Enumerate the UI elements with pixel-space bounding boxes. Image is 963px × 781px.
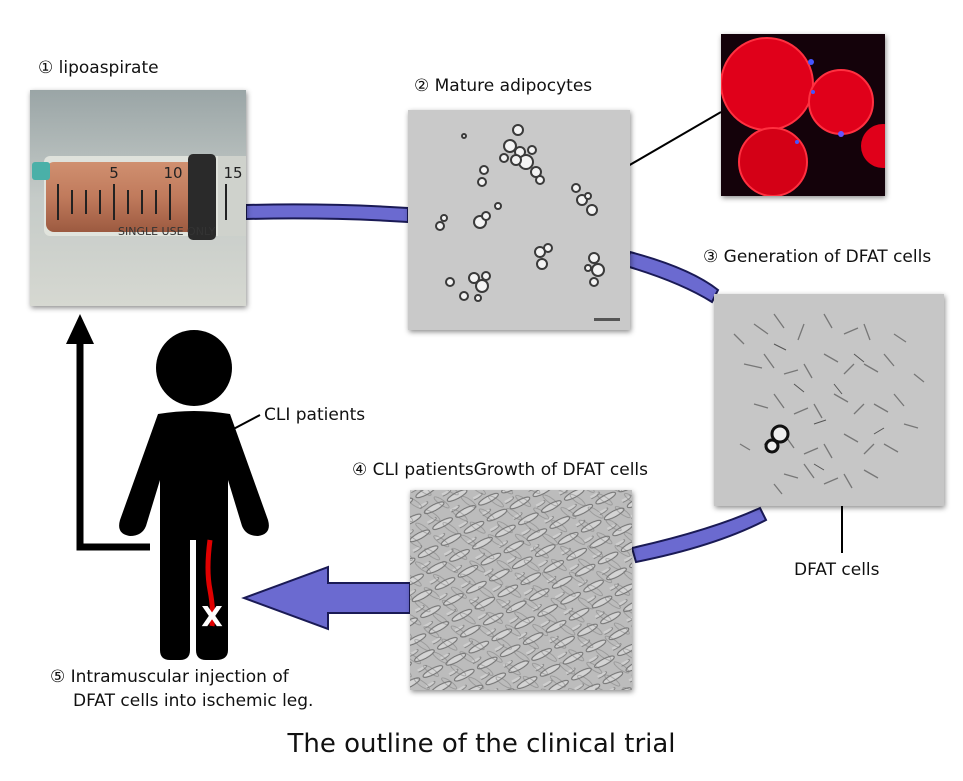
syringe-scale-10: 10	[163, 164, 182, 182]
step5-label-line2: DFAT cells into ischemic leg.	[73, 691, 314, 711]
syringe-scale-15: 15	[223, 164, 242, 182]
patient-head	[156, 330, 232, 406]
step3-label: ③ Generation of DFAT cells	[703, 247, 932, 267]
flow-band-2	[624, 250, 720, 304]
syringe-scale-5: 5	[109, 164, 119, 182]
dfat-confluent-culture	[410, 490, 632, 690]
ischemic-vessel	[205, 539, 216, 627]
syringe-illustration: 5 10 15 SINGLE USE ONLY	[30, 90, 246, 306]
dfat-generation-micrograph	[714, 294, 944, 506]
flow-band-1	[245, 203, 409, 224]
syringe-print: SINGLE USE ONLY	[118, 225, 216, 238]
fluorescent-adipocyte-image	[721, 34, 885, 196]
injection-mark: X	[201, 600, 223, 633]
dfat-growth-micrograph	[410, 490, 632, 690]
fluorescent-droplets	[721, 34, 885, 196]
dfat-cells-label: DFAT cells	[794, 560, 880, 580]
step1-label: ① lipoaspirate	[38, 58, 159, 78]
figure-title: The outline of the clinical trial	[287, 729, 676, 759]
return-arrow-line	[76, 340, 150, 551]
step5-label-line1: ⑤ Intramuscular injection of	[50, 667, 289, 687]
flow-band-3	[630, 506, 768, 564]
step2-label: ② Mature adipocytes	[414, 76, 593, 96]
patient-body	[119, 411, 269, 660]
return-arrow-head	[66, 314, 94, 344]
step4-label: ④ CLI patientsGrowth of DFAT cells	[352, 460, 648, 480]
patient-figure: X	[119, 330, 269, 660]
cli-patients-label: CLI patients	[264, 405, 366, 425]
lipoaspirate-photo: 5 10 15 SINGLE USE ONLY	[30, 90, 246, 306]
adipocytes-micrograph	[408, 110, 630, 330]
dfat-colony	[714, 294, 944, 506]
adipocyte-droplets	[408, 110, 630, 330]
flow-arrow-to-patient	[241, 565, 411, 631]
